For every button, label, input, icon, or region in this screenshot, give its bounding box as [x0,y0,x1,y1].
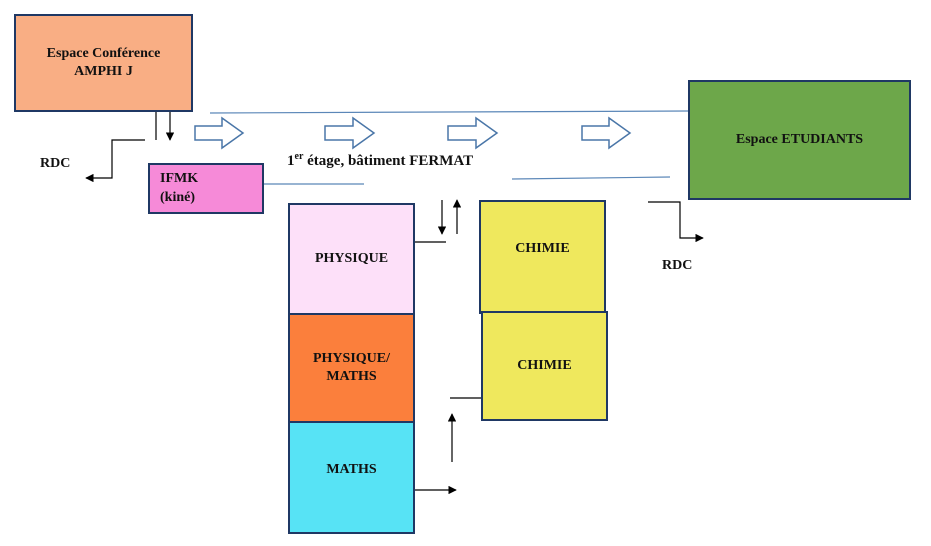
chimie-top-box: CHIMIE [479,200,606,314]
amphi-j-label-line2: AMPHI J [74,64,133,79]
arrow-to-rdc-left [85,139,145,183]
floor-superscript: er [294,151,304,162]
rdc-left-label: RDC [40,156,71,171]
physique-label: PHYSIQUE [314,250,389,266]
physique-box: PHYSIQUE [288,203,415,315]
arrow-to-rdc-right [648,201,704,243]
amphi-j-box: Espace Conférence AMPHI J [14,14,193,112]
floor-number: 1 [287,153,295,169]
hollow-arrow-4 [581,116,632,150]
floor-title: 1er étage, bâtiment FERMAT [287,151,473,170]
physique-maths-box: PHYSIQUE/ MATHS [288,313,415,423]
physique-maths-label-line2: MATHS [326,369,377,384]
espace-etudiants-label: Espace ETUDIANTS [735,131,864,147]
espace-etudiants-box: Espace ETUDIANTS [688,80,911,200]
floor-rest: étage, bâtiment FERMAT [303,153,474,169]
chimie-bottom-label: CHIMIE [517,357,572,373]
chimie-bottom-box: CHIMIE [481,311,608,421]
physique-maths-label-line1: PHYSIQUE/ [312,350,390,366]
corridor-bottom-line-right [511,176,671,180]
amphi-j-label-line1: Espace Conférence [46,45,161,61]
rdc-right-label: RDC [662,258,693,273]
ifmk-label-line2: (kiné) [160,189,195,205]
ifmk-box: IFMK (kiné) [148,163,264,214]
maths-label: MATHS [326,462,377,477]
hollow-arrow-2 [324,116,376,150]
hollow-arrow-1 [194,116,245,150]
hollow-arrow-3 [447,116,499,150]
ifmk-label-line1: IFMK [160,171,199,187]
maths-box: MATHS [288,421,415,534]
chimie-top-label: CHIMIE [515,241,570,256]
corridor-top-line [209,110,689,114]
